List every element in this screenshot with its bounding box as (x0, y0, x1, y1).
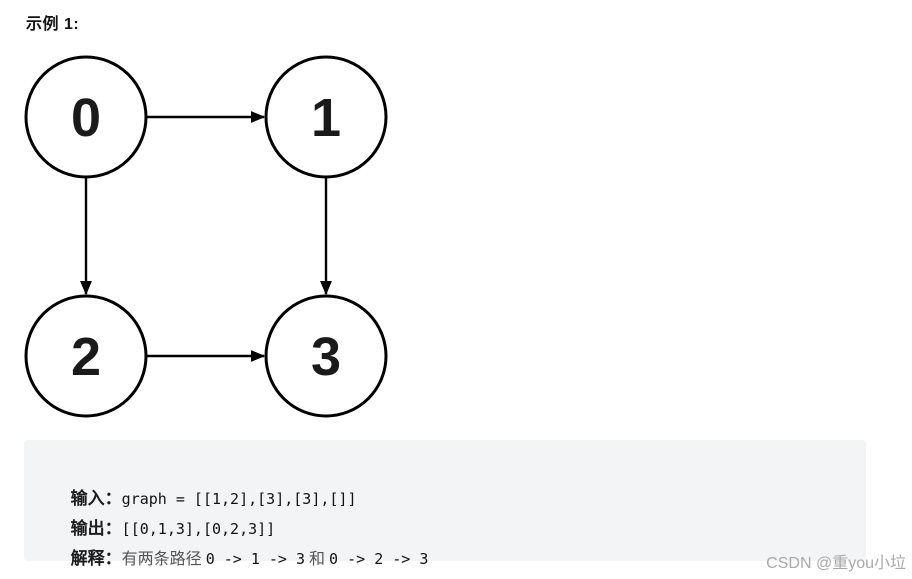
node-0-label: 0 (71, 88, 101, 148)
output-line: 输出：[[0,1,3],[0,2,3]] (44, 484, 846, 538)
node-2-circle (24, 294, 148, 418)
example-io-box: 输入：graph = [[1,2],[3],[3],[]] 输出：[[0,1,3… (24, 440, 866, 568)
output-code: [[0,1,3],[0,2,3]] (121, 520, 276, 538)
explanation-text-part2: 和 (305, 551, 330, 568)
input-label: 输入： (70, 489, 122, 508)
graph-node-0: 0 (24, 55, 148, 179)
input-code: graph = [[1,2],[3],[3],[]] (121, 490, 357, 508)
explanation-label: 解释： (70, 549, 122, 568)
explanation-path1: 0 -> 1 -> 3 (205, 550, 306, 568)
node-0-circle (24, 55, 148, 179)
example-title: 示例 1: (26, 16, 80, 33)
directed-graph-diagram: 0 1 2 3 (24, 55, 388, 418)
output-label: 输出： (70, 519, 122, 538)
explanation-text-part1: 有两条路径 (121, 551, 206, 568)
graph-node-3: 3 (264, 294, 388, 418)
node-3-circle (264, 294, 388, 418)
explanation-line: 解释：有两条路径 0 -> 1 -> 3 和 0 -> 2 -> 3 (44, 514, 846, 568)
node-3-label: 3 (311, 327, 341, 387)
node-2-label: 2 (71, 327, 101, 387)
graph-node-2: 2 (24, 294, 148, 418)
node-1-circle (264, 55, 388, 179)
input-line: 输入：graph = [[1,2],[3],[3],[]] (44, 454, 846, 508)
graph-node-1: 1 (264, 55, 388, 179)
explanation-path2: 0 -> 2 -> 3 (329, 550, 429, 568)
node-1-label: 1 (311, 88, 341, 148)
csdn-watermark: CSDN @重you小垃 (766, 555, 906, 572)
